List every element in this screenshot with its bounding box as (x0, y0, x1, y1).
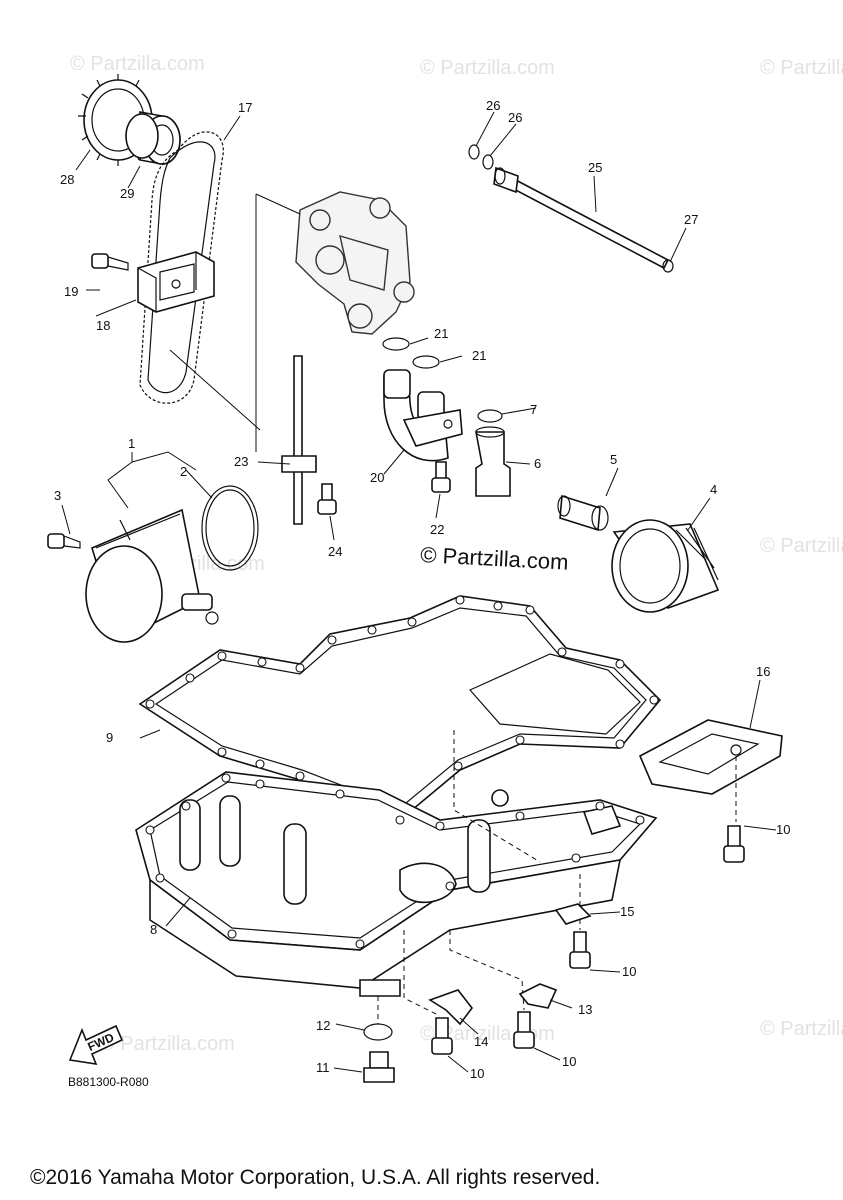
callout-10: 10 (776, 822, 790, 837)
partzilla-watermark: © Partzilla.com (420, 542, 569, 575)
oil-filter (611, 519, 720, 613)
oil-pipe-o-rings (382, 337, 440, 369)
oil-cooler (85, 508, 219, 643)
drain-bolt-gasket (363, 1023, 393, 1041)
callout-21: 21 (472, 348, 486, 363)
guide-bolt (91, 253, 129, 271)
callout-27: 27 (684, 212, 698, 227)
oil-level-gauge (281, 355, 317, 525)
relief-valve (475, 426, 511, 497)
strainer-o-ring (477, 409, 503, 423)
callout-10: 10 (562, 1054, 576, 1069)
oil-pan (135, 730, 658, 997)
callout-19: 19 (64, 284, 78, 299)
oil-pump-assembly (295, 191, 415, 335)
callouts: 1 2 3 4 5 6 7 8 9 10 10 10 10 10 11 12 1… (54, 98, 790, 1081)
callout-5: 5 (610, 452, 617, 467)
oil-pipe-elbow (383, 369, 463, 462)
drain-bolt (363, 1051, 395, 1083)
callout-4: 4 (710, 482, 717, 497)
leader-lines (61, 111, 777, 1073)
copyright-notice: ©2016 Yamaha Motor Corporation, U.S.A. A… (30, 1166, 600, 1189)
flange-bolts (403, 825, 745, 1055)
oil-delivery-pipe (493, 166, 670, 270)
callout-12: 12 (316, 1018, 330, 1033)
pipe-bolt (431, 461, 451, 493)
gauge-bolt (317, 483, 337, 515)
callout-16: 16 (756, 664, 770, 679)
watermark: © Partzilla.com (760, 535, 843, 557)
hose-bracket (638, 719, 783, 822)
callout-14: 14 (474, 1034, 488, 1049)
cooler-gasket-inner (205, 489, 255, 567)
clamps (428, 903, 592, 1026)
callout-26: 26 (486, 98, 500, 113)
diagram-code: B881300-R080 (68, 1075, 149, 1089)
callout-20: 20 (370, 470, 384, 485)
callout-11: 11 (316, 1060, 330, 1075)
cooler-gasket (201, 485, 259, 571)
callout-9: 9 (106, 730, 113, 745)
callout-3: 3 (54, 488, 61, 503)
callout-25: 25 (588, 160, 602, 175)
callout-8: 8 (150, 922, 157, 937)
callout-21: 21 (434, 326, 448, 341)
callout-1: 1 (128, 436, 135, 451)
o-rings-26-27 (468, 144, 674, 273)
watermark: © Partzilla.com (420, 57, 555, 79)
callout-23: 23 (234, 454, 248, 469)
callout-2: 2 (180, 464, 187, 479)
callout-29: 29 (120, 186, 134, 201)
callout-10: 10 (470, 1066, 484, 1081)
callout-18: 18 (96, 318, 110, 333)
callout-17: 17 (238, 100, 252, 115)
watermark: © Partzilla.com (760, 1018, 843, 1040)
callout-10: 10 (622, 964, 636, 979)
oil-filter-union-bolt (557, 494, 609, 532)
callout-13: 13 (578, 1002, 592, 1017)
callout-15: 15 (620, 904, 634, 919)
callout-22: 22 (430, 522, 444, 537)
watermark: © Partzilla.com (70, 53, 205, 75)
watermark: © Partzilla.com (760, 57, 843, 79)
callout-26: 26 (508, 110, 522, 125)
callout-6: 6 (534, 456, 541, 471)
callout-24: 24 (328, 544, 342, 559)
bearing-collar (125, 111, 181, 165)
cooler-bolt (47, 533, 81, 549)
callout-28: 28 (60, 172, 74, 187)
callout-7: 7 (530, 402, 537, 417)
watermark: © Partzilla.com (100, 1033, 235, 1055)
chain-guide (137, 251, 215, 313)
oil-pump-drive-chain (139, 131, 224, 404)
